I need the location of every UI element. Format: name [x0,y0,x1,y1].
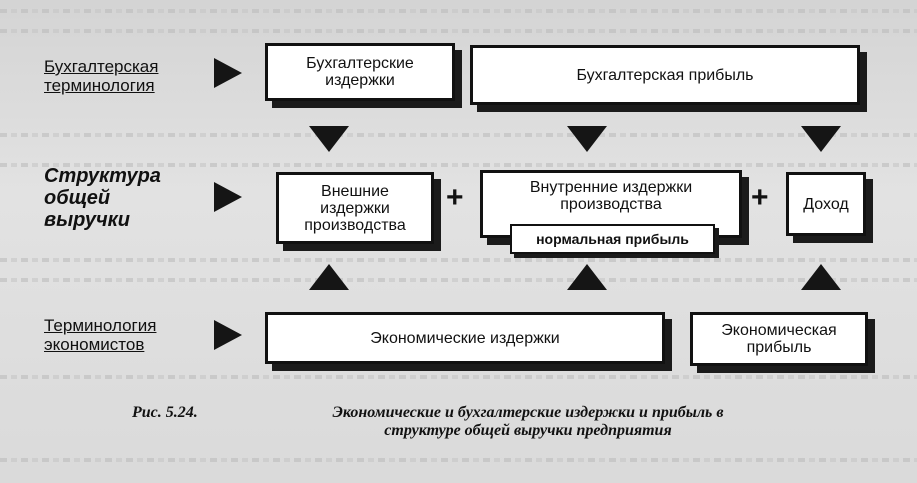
arrow-right-icon [214,320,242,350]
arrow-down-icon [801,126,841,152]
economists-terminology-label: Терминология экономистов [44,316,157,354]
revenue-structure-label: Структура общей выручки [44,165,161,231]
background-text-line [0,275,917,285]
accounting-profit-box: Бухгалтерская прибыль [470,45,860,105]
arrow-down-icon [567,126,607,152]
arrow-down-icon [309,126,349,152]
arrow-right-icon [214,182,242,212]
figure-number: Рис. 5.24. [132,404,198,421]
accounting-costs-box: Бухгалтерские издержки [265,43,455,101]
arrow-up-icon [801,264,841,290]
figure-caption: Экономические и бухгалтерские издержки и… [332,404,724,439]
background-text-line [0,160,917,170]
background-text-line [0,130,917,140]
normal-profit-box: нормальная прибыль [510,224,715,254]
external-costs-box: Внешние издержки производства [276,172,434,244]
background-text-line [0,255,917,265]
arrow-up-icon [567,264,607,290]
plus-operator: + [751,181,769,214]
arrow-up-icon [309,264,349,290]
accounting-terminology-label: Бухгалтерская терминология [44,57,159,95]
economic-costs-box: Экономические издержки [265,312,665,364]
background-text-line [0,6,917,16]
background-text-line [0,372,917,382]
background-text-line [0,455,917,465]
plus-operator: + [446,181,464,214]
background-text-line [0,26,917,36]
economic-profit-box: Экономическая прибыль [690,312,868,366]
arrow-right-icon [214,58,242,88]
income-box: Доход [786,172,866,236]
